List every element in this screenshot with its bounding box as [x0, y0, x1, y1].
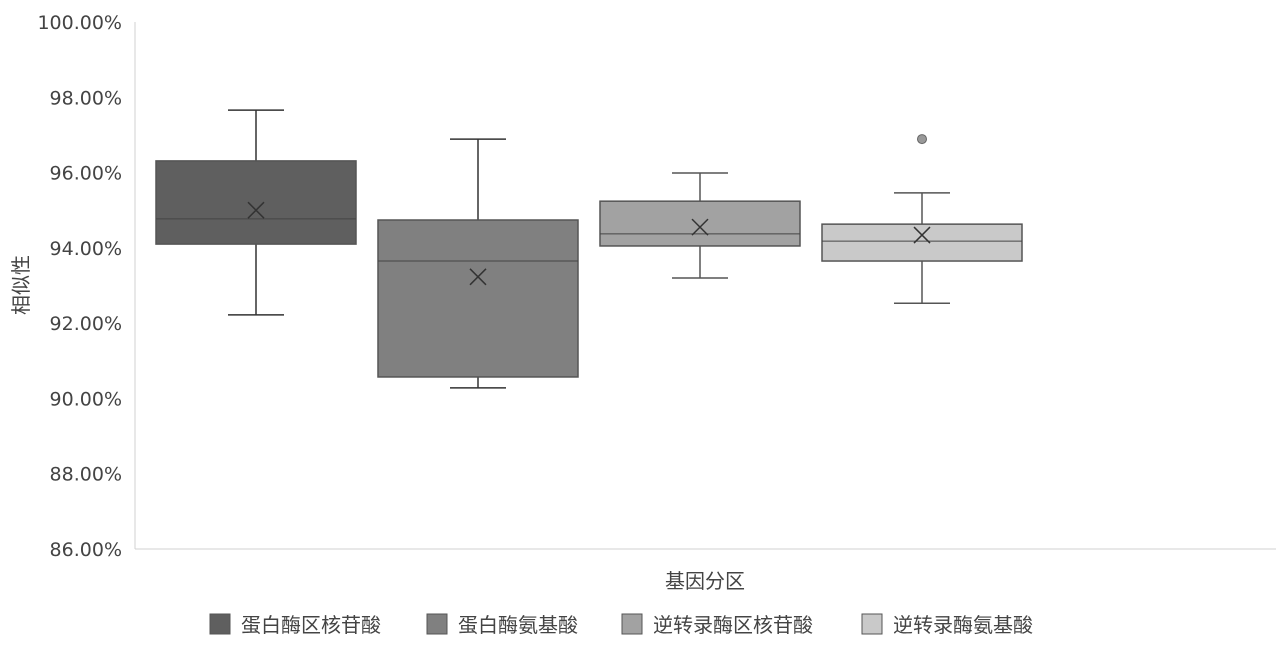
mean-marker	[913, 226, 931, 244]
legend-item: 逆转录酶区核苷酸	[621, 613, 813, 637]
iqr-box	[599, 200, 801, 247]
legend-swatch	[861, 613, 883, 635]
legend-label: 蛋白酶氨基酸	[458, 613, 578, 637]
legend-item: 逆转录酶氨基酸	[861, 613, 1033, 637]
legend-item: 蛋白酶氨基酸	[426, 613, 578, 637]
outlier-point	[917, 134, 927, 145]
iqr-box	[377, 219, 579, 378]
y-axis-label: 相似性	[9, 255, 33, 315]
legend-item: 蛋白酶区核苷酸	[209, 613, 381, 637]
legend-swatch	[209, 613, 231, 635]
legend-swatch	[621, 613, 643, 635]
legend-swatch	[426, 613, 448, 635]
iqr-box	[155, 160, 357, 245]
y-tick-label: 96.00%	[50, 163, 122, 185]
mean-marker	[469, 268, 487, 286]
mean-marker	[247, 201, 265, 219]
y-tick-label: 90.00%	[50, 388, 122, 410]
iqr-box	[821, 223, 1023, 262]
y-tick-label: 100.00%	[37, 12, 122, 34]
legend-label: 逆转录酶区核苷酸	[653, 613, 813, 637]
legend-label: 逆转录酶氨基酸	[893, 613, 1033, 637]
y-tick-label: 86.00%	[50, 539, 122, 561]
y-tick-label: 88.00%	[50, 464, 122, 486]
box-3	[599, 172, 801, 279]
mean-marker	[691, 218, 709, 236]
y-tick-label: 94.00%	[50, 238, 122, 260]
box-2	[377, 138, 579, 389]
box-4	[821, 134, 1023, 304]
y-tick-label: 92.00%	[50, 313, 122, 335]
box-1	[155, 109, 357, 316]
y-tick-label: 98.00%	[50, 87, 122, 109]
legend-label: 蛋白酶区核苷酸	[241, 613, 381, 637]
x-axis-label: 基因分区	[665, 569, 745, 593]
